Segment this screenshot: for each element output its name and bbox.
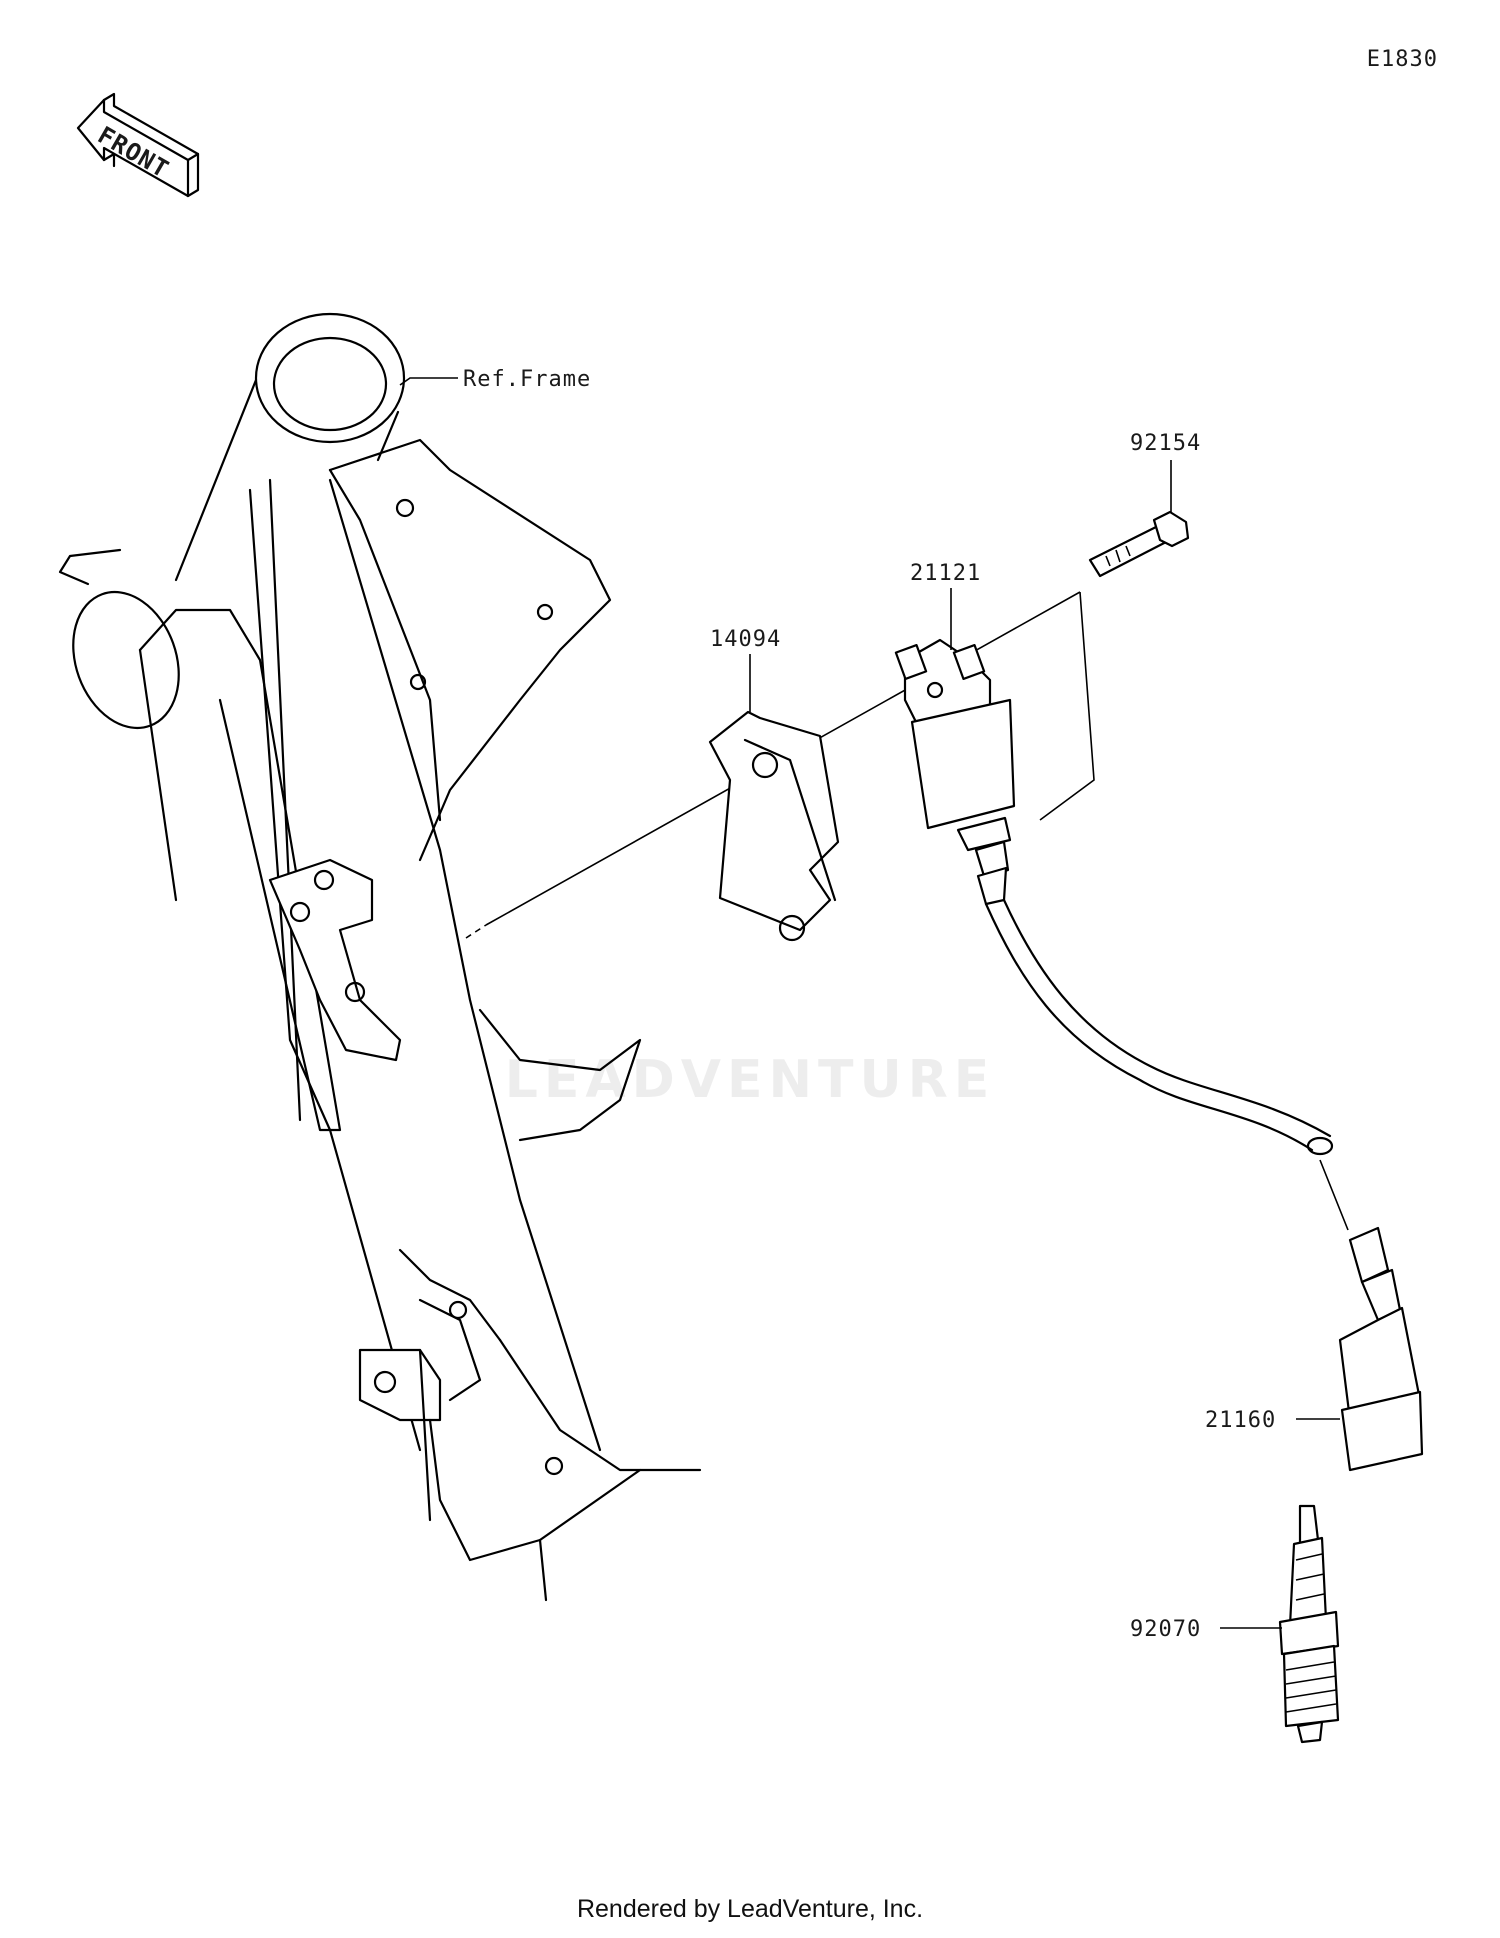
footer-credit: Rendered by LeadVenture, Inc.: [576, 1895, 924, 1923]
plug-cap-callout: 21160: [1205, 1408, 1276, 1433]
frame-drawing: [58, 312, 702, 1602]
front-arrow-icon: FRONT: [76, 92, 200, 198]
ignition-coil-callout: 21121: [910, 561, 981, 586]
bracket-14094[interactable]: [708, 710, 840, 942]
diagram-reference-code: E1830: [1366, 47, 1438, 72]
spark-plug-callout: 92070: [1130, 1617, 1201, 1642]
bracket-callout: 14094: [710, 627, 781, 652]
bolt-92154[interactable]: [1088, 510, 1190, 578]
high-tension-lead: [984, 902, 1314, 1152]
ignition-coil-21121[interactable]: [894, 638, 1016, 906]
spark-plug-92070[interactable]: [1278, 1504, 1340, 1744]
bolt-callout: 92154: [1130, 431, 1201, 456]
watermark: LEADVENTURE: [504, 1050, 996, 1110]
plug-cap-21160[interactable]: [1338, 1226, 1424, 1472]
frame-leader-line: [399, 377, 458, 386]
frame-callout: Ref.Frame: [463, 367, 591, 392]
